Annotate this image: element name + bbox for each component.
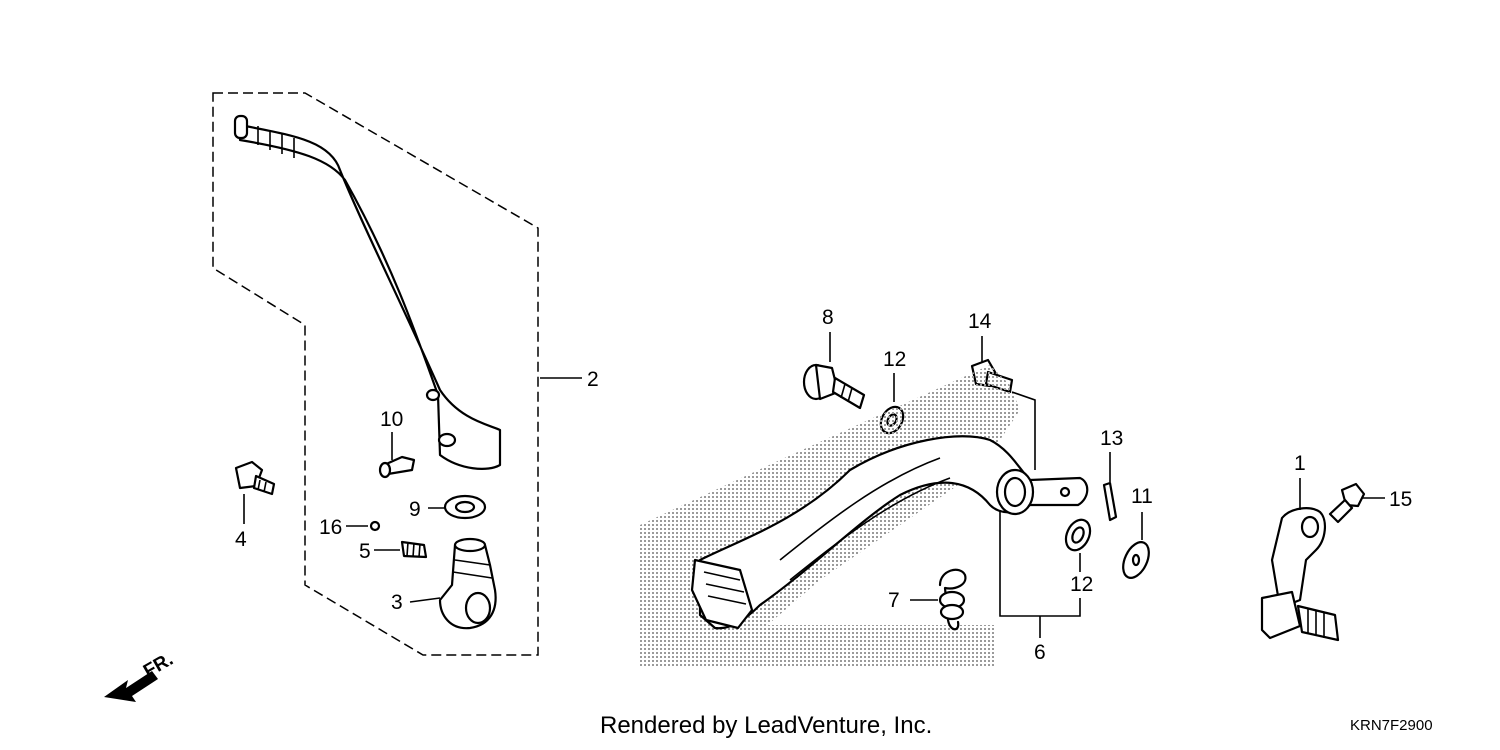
assembly-outline [212,92,539,656]
seal-9[interactable] [443,494,487,520]
spindle-3[interactable] [438,537,497,630]
brake-pedal[interactable] [690,435,1089,630]
clip-16[interactable] [369,520,381,532]
spring-5[interactable] [400,540,428,559]
callout-14: 14 [968,310,992,333]
callout-15: 15 [1389,488,1412,511]
callout-16: 16 [319,516,342,539]
callout-6: 6 [1034,641,1046,664]
callout-4: 4 [235,528,247,551]
callout-5: 5 [359,540,371,563]
callout-10: 10 [380,408,403,431]
bolt-10[interactable] [378,455,416,479]
callout-7: 7 [888,589,900,612]
render-credit: Rendered by LeadVenture, Inc. [600,712,932,739]
washer-12-bottom[interactable] [1061,516,1094,554]
callout-13: 13 [1100,427,1123,450]
gearshift-pedal[interactable] [1260,507,1340,642]
diagram-code: KRN7F2900 [1350,717,1433,734]
kickstarter-arm[interactable] [233,114,502,470]
washer-11[interactable] [1118,538,1154,582]
honda-watermark [640,625,995,668]
callout-8: 8 [822,306,834,329]
front-arrow-icon: FR. [104,649,177,702]
callout-3: 3 [391,591,403,614]
callout-9: 9 [409,498,421,521]
callout-1: 1 [1294,452,1306,475]
callout-2: 2 [587,368,599,391]
spring-7[interactable] [938,568,967,631]
bolt-15[interactable] [1328,482,1366,524]
bolt-8[interactable] [802,363,866,410]
bolt-4[interactable] [234,460,276,496]
callout-12-top: 12 [883,348,906,371]
callout-11: 11 [1131,485,1153,508]
cotter-pin-13[interactable] [1102,481,1118,522]
callout-12-bottom: 12 [1070,573,1093,596]
leader-lines [243,332,1385,638]
